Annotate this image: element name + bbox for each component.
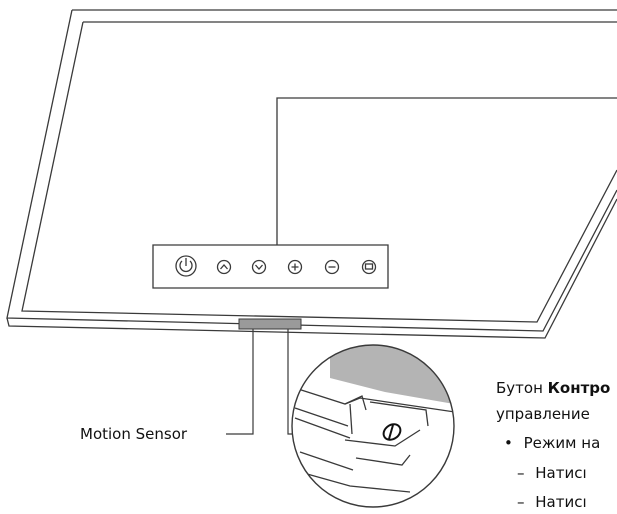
bullet-mark: • <box>504 434 513 452</box>
motion-sensor <box>238 318 302 330</box>
power-icon <box>175 255 197 277</box>
zoom-power-button-icon <box>382 423 402 441</box>
bullet-text: Режим на <box>523 434 601 452</box>
chevron-up-icon <box>216 259 232 275</box>
control-panel-leader <box>276 97 617 245</box>
chevron-down-icon <box>251 259 267 275</box>
zoom-detail <box>292 345 454 507</box>
description-prefix: Бутон <box>496 379 548 397</box>
tv-bezel-bottom <box>6 198 617 339</box>
dash-mark-1: – <box>517 464 525 482</box>
control-panel <box>152 244 389 289</box>
sub-item-2-text: Натисı <box>535 493 587 511</box>
description-second-line: управление <box>496 405 590 423</box>
motion-sensor-leader <box>226 329 254 435</box>
motion-sensor-label: Motion Sensor <box>80 425 188 443</box>
dash-mark-2: – <box>517 493 525 511</box>
minus-icon <box>324 259 340 275</box>
control-button-description: Бутон Контро <box>496 379 610 397</box>
sub-item-2: – Натисı <box>517 493 587 511</box>
bullet-item: • Режим на <box>504 434 600 452</box>
sub-item-1: – Натисı <box>517 464 587 482</box>
plus-icon <box>287 259 303 275</box>
description-bold: Контро <box>547 379 611 397</box>
tv-outer-frame <box>6 9 617 332</box>
zoom-circle-border <box>291 344 455 508</box>
source-icon <box>361 259 377 275</box>
sub-item-1-text: Натисı <box>535 464 587 482</box>
tv-inner-screen <box>21 21 617 323</box>
